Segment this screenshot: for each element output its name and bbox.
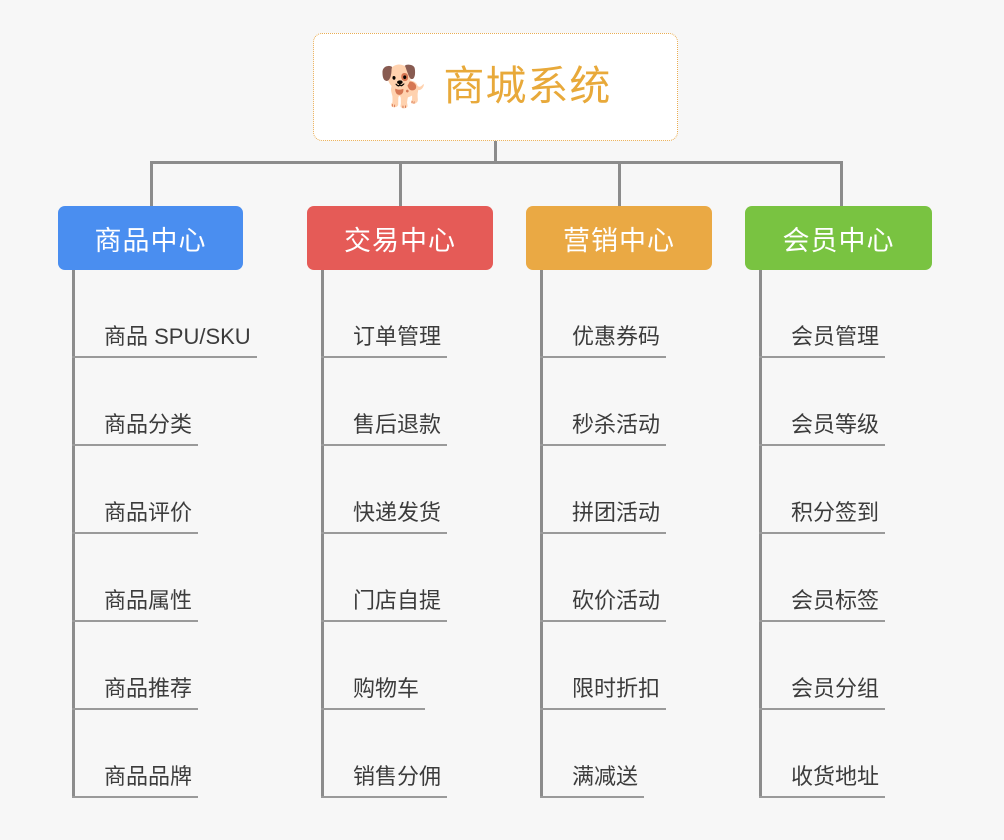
leaf-item[interactable]: 商品品牌 [72,710,257,798]
leaf-item[interactable]: 满减送 [540,710,666,798]
leaf-label: 商品属性 [72,587,199,622]
leaf-item[interactable]: 会员标签 [759,534,886,622]
leaf-label: 满减送 [540,763,645,798]
branch-header-trade-center[interactable]: 交易中心 [307,206,493,270]
leaf-item[interactable]: 商品评价 [72,446,257,534]
leaf-label: 销售分佣 [321,763,448,798]
leaf-item[interactable]: 门店自提 [321,534,448,622]
leaf-label: 会员分组 [759,675,886,710]
leaf-list-marketing-center: 优惠券码 秒杀活动 拼团活动 砍价活动 限时折扣 满减送 [540,270,667,798]
leaf-label: 快递发货 [321,499,448,534]
root-title: 商城系统 [443,63,612,110]
leaf-item[interactable]: 快递发货 [321,446,448,534]
branch-header-member-center[interactable]: 会员中心 [745,206,932,270]
leaf-item[interactable]: 会员等级 [759,358,886,446]
leaf-item[interactable]: 优惠券码 [540,270,667,358]
leaf-label: 优惠券码 [540,323,667,358]
connector-root-stem [494,141,497,163]
leaf-label: 订单管理 [321,323,448,358]
leaf-label: 砍价活动 [540,587,667,622]
leaf-item[interactable]: 会员分组 [759,622,886,710]
leaf-item[interactable]: 砍价活动 [540,534,667,622]
leaf-label: 会员等级 [759,411,886,446]
leaf-item[interactable]: 限时折扣 [540,622,667,710]
leaf-label: 商品 SPU/SKU [72,323,257,358]
leaf-label: 购物车 [321,675,426,710]
leaf-list-member-center: 会员管理 会员等级 积分签到 会员标签 会员分组 收货地址 [759,270,886,798]
leaf-label: 门店自提 [321,587,448,622]
leaf-label: 会员管理 [759,323,886,358]
leaf-item[interactable]: 收货地址 [759,710,886,798]
leaf-item[interactable]: 销售分佣 [321,710,448,798]
connector-drop-trade-center [399,161,402,208]
leaf-label: 会员标签 [759,587,886,622]
leaf-item[interactable]: 秒杀活动 [540,358,667,446]
leaf-item[interactable]: 商品 SPU/SKU [72,270,257,358]
leaf-label: 收货地址 [759,763,886,798]
shiba-dog-face-icon: 🐕 [379,65,430,109]
leaf-item[interactable]: 商品分类 [72,358,257,446]
connector-drop-marketing-center [618,161,621,208]
leaf-label: 限时折扣 [540,675,667,710]
branch-trunk-product-center [72,270,75,798]
connector-drop-product-center [150,161,153,208]
leaf-item[interactable]: 售后退款 [321,358,448,446]
leaf-item[interactable]: 会员管理 [759,270,886,358]
leaf-item[interactable]: 商品属性 [72,534,257,622]
leaf-item[interactable]: 积分签到 [759,446,886,534]
branch-header-product-center[interactable]: 商品中心 [58,206,243,270]
connector-horizontal-bus [150,161,843,164]
branch-trunk-member-center [759,270,762,798]
leaf-list-product-center: 商品 SPU/SKU 商品分类 商品评价 商品属性 商品推荐 商品品牌 [72,270,257,798]
branch-trunk-marketing-center [540,270,543,798]
leaf-list-trade-center: 订单管理 售后退款 快递发货 门店自提 购物车 销售分佣 [321,270,448,798]
leaf-label: 售后退款 [321,411,448,446]
leaf-label: 商品推荐 [72,675,199,710]
leaf-label: 商品评价 [72,499,199,534]
leaf-label: 积分签到 [759,499,886,534]
leaf-label: 商品分类 [72,411,199,446]
leaf-label: 拼团活动 [540,499,667,534]
leaf-item[interactable]: 订单管理 [321,270,448,358]
leaf-item[interactable]: 购物车 [321,622,447,710]
branch-header-marketing-center[interactable]: 营销中心 [526,206,712,270]
leaf-item[interactable]: 商品推荐 [72,622,257,710]
leaf-label: 秒杀活动 [540,411,667,446]
leaf-item[interactable]: 拼团活动 [540,446,667,534]
branch-trunk-trade-center [321,270,324,798]
root-node[interactable]: 🐕 商城系统 [313,33,678,141]
leaf-label: 商品品牌 [72,763,199,798]
connector-drop-member-center [840,161,843,208]
